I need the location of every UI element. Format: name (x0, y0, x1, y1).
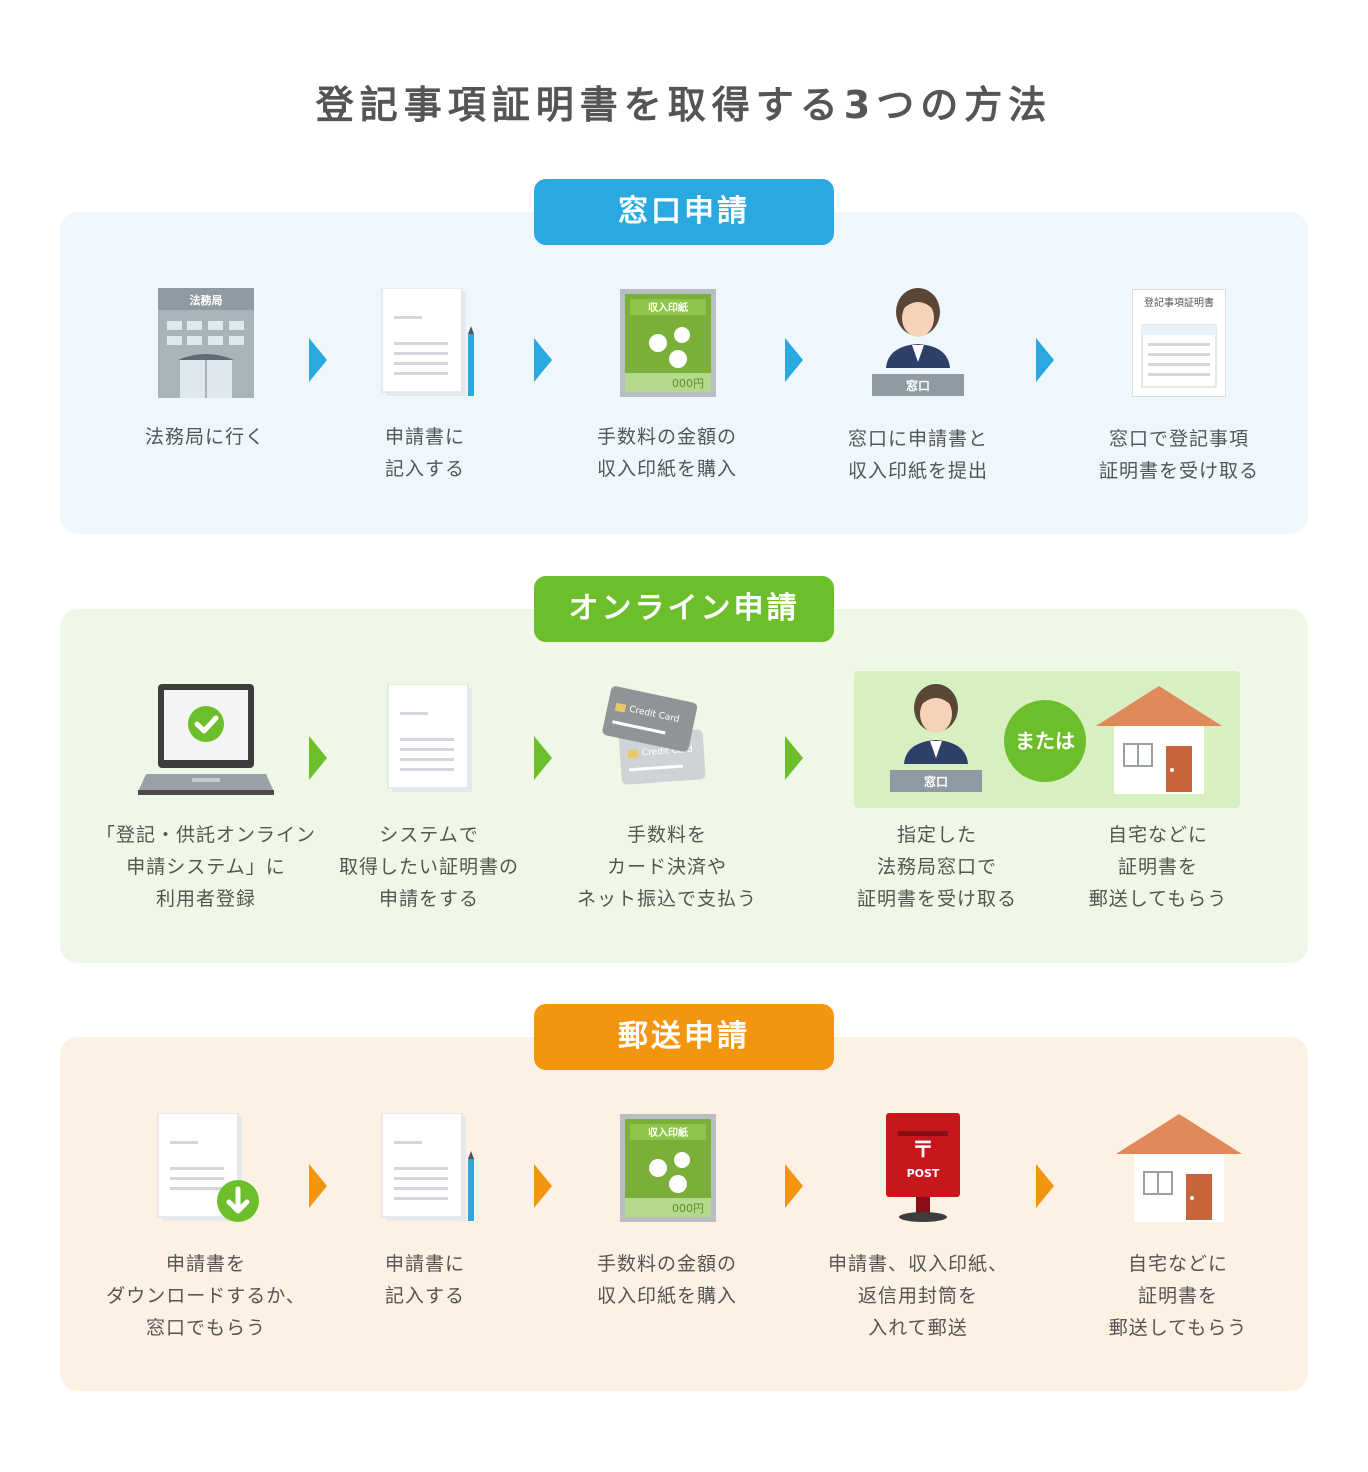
step-caption: 法務局に行く (144, 426, 265, 448)
revenue-stamp-icon: 収入印紙 000円 (620, 289, 716, 397)
stamp-label: 収入印紙 (648, 301, 688, 314)
post-label: POST (907, 1167, 940, 1180)
flow-arrow (785, 338, 803, 382)
page-title: 登記事項証明書を取得する3つの方法 (315, 83, 1053, 127)
stamp-price: 000円 (672, 377, 704, 390)
or-badge: または (1004, 700, 1086, 782)
document-pencil-icon (381, 288, 474, 396)
certificate-icon: 登記事項証明書 (1132, 289, 1226, 397)
document-pencil-icon (381, 1113, 474, 1221)
flow-arrow (1036, 338, 1054, 382)
flow-arrow (785, 736, 803, 780)
step-caption: 申請書に記入する (384, 1253, 465, 1307)
revenue-stamp-icon: 収入印紙 000円 (620, 1114, 716, 1222)
building-sign: 法務局 (190, 293, 223, 307)
credit-card-icon: Credit Card Credit Card (602, 686, 706, 785)
flow-arrow (309, 338, 327, 382)
stamp-price: 000円 (672, 1202, 704, 1215)
step-caption: 自宅などに証明書を郵送してもらう (1088, 824, 1228, 910)
clerk-icon: 窓口 (890, 684, 982, 792)
flow-arrow (534, 338, 552, 382)
step-caption: 手数料の金額の収入印紙を購入 (596, 1253, 737, 1307)
step-caption: 申請書、収入印紙、返信用封筒を入れて郵送 (827, 1253, 1008, 1339)
step-caption: 指定した法務局窓口で証明書を受け取る (856, 824, 1017, 910)
section-counter-label: 窓口申請 (534, 179, 834, 245)
counter-sign: 窓口 (924, 774, 948, 789)
certificate-title: 登記事項証明書 (1144, 296, 1214, 309)
flow-arrow (785, 1164, 803, 1208)
step-caption: 申請書をダウンロードするか、窓口でもらう (106, 1253, 306, 1339)
flow-arrow (309, 1164, 327, 1208)
document-icon (387, 684, 472, 792)
house-icon (1116, 1114, 1242, 1222)
postbox-icon: 〒 POST (886, 1113, 960, 1222)
step-caption: 窓口に申請書と収入印紙を提出 (847, 428, 988, 482)
section-online-label: オンライン申請 (534, 576, 834, 642)
clerk-icon: 窓口 (872, 288, 964, 396)
flow-arrow (1036, 1164, 1054, 1208)
step-caption: 自宅などに証明書を郵送してもらう (1108, 1253, 1248, 1339)
section-mail-label: 郵送申請 (534, 1004, 834, 1070)
counter-sign: 窓口 (906, 378, 930, 393)
step-caption: 申請書に記入する (384, 426, 465, 480)
step-caption: システムで取得したい証明書の申請をする (338, 824, 519, 910)
postal-mark: 〒 (912, 1138, 934, 1163)
flow-arrow (309, 736, 327, 780)
laptop-check-icon (138, 684, 274, 795)
stamp-label: 収入印紙 (648, 1126, 688, 1139)
step-caption: 「登記・供託オンライン申請システム」に利用者登録 (95, 824, 316, 910)
house-icon (1096, 686, 1222, 794)
flow-arrow (534, 1164, 552, 1208)
flow-arrow (534, 736, 552, 780)
document-download-icon (157, 1113, 259, 1222)
step-caption: 窓口で登記事項証明書を受け取る (1098, 428, 1259, 482)
step-caption: 手数料をカード決済やネット振込で支払う (576, 824, 757, 910)
building-icon: 法務局 (158, 288, 254, 398)
step-caption: 手数料の金額の収入印紙を購入 (596, 426, 737, 480)
